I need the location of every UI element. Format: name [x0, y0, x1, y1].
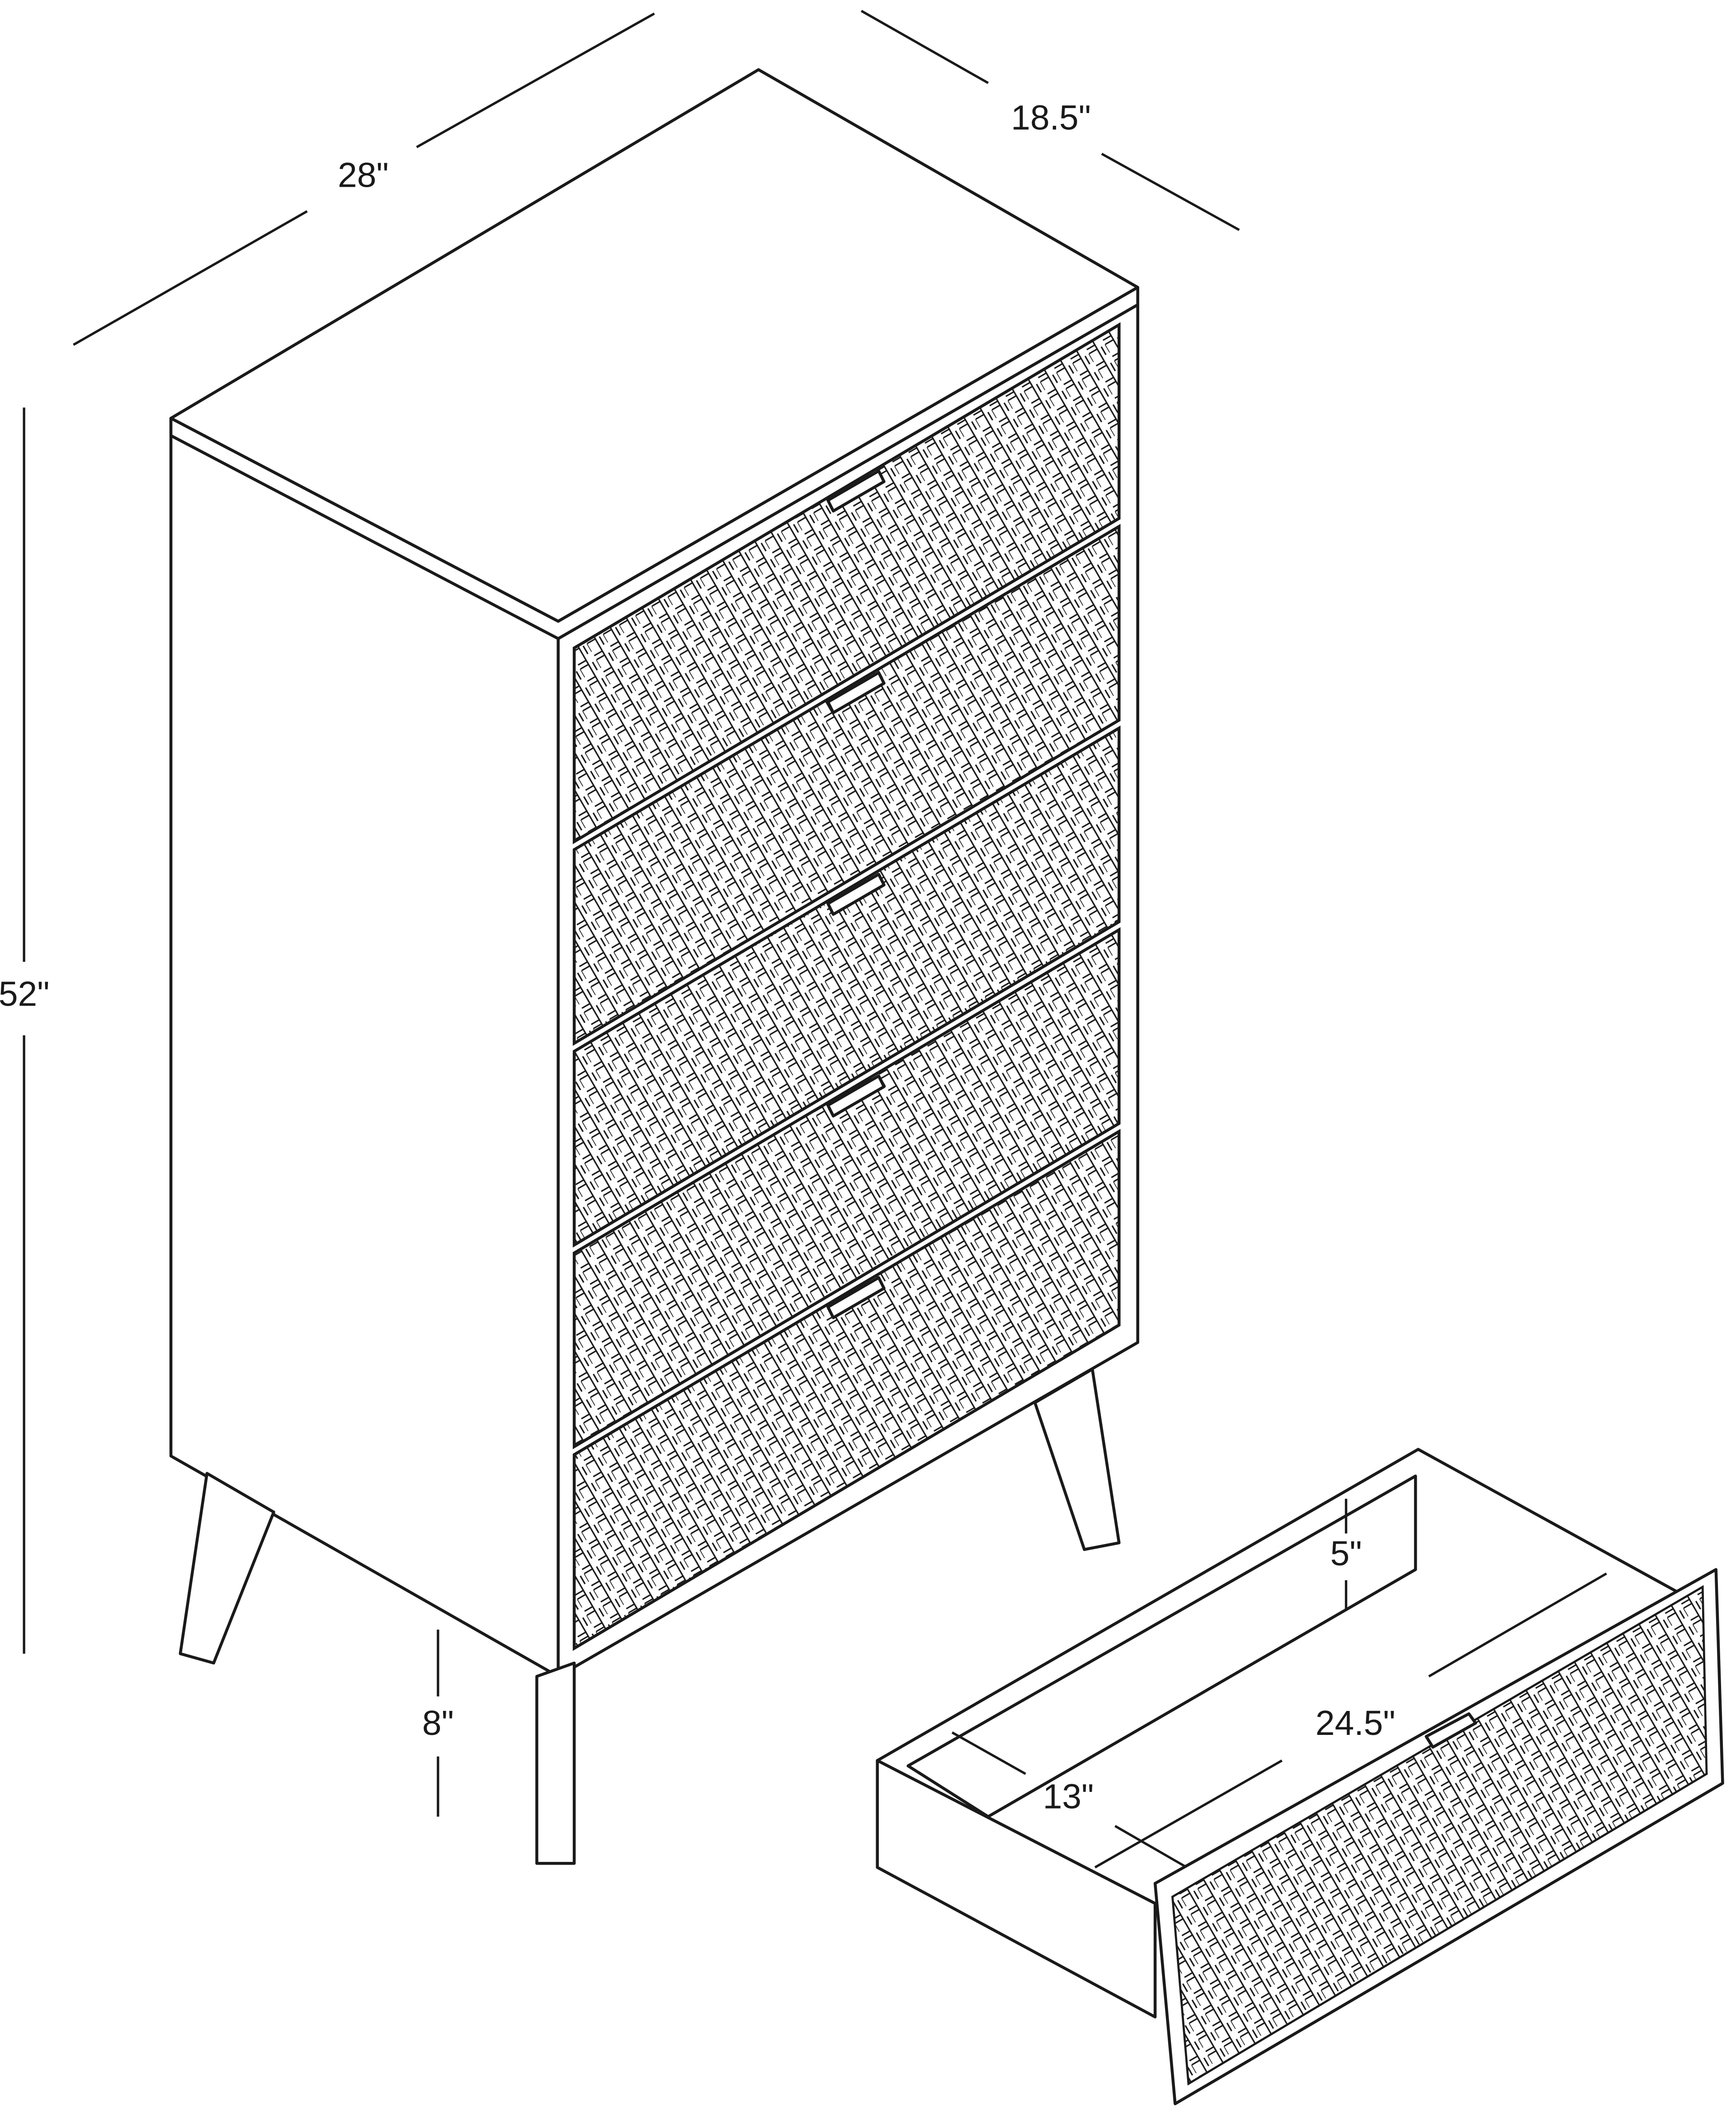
drawer-pull	[826, 1276, 886, 1319]
drawer-height-label: 5"	[1330, 1534, 1362, 1573]
drawer-front	[572, 322, 1121, 845]
dresser-top-edge	[169, 286, 1139, 640]
drawer-pull	[826, 469, 886, 513]
drawer-front-weave	[1171, 1585, 1708, 2086]
leg-front	[535, 1661, 576, 1865]
drawer-pull	[1425, 1712, 1477, 1749]
drawer-box-side	[876, 1759, 1157, 2019]
drawer-front	[572, 1129, 1121, 1651]
leg-back-left	[179, 1472, 275, 1665]
leg-height-label: 8"	[422, 1704, 454, 1743]
drawer-front	[572, 524, 1121, 1046]
depth-label: 18.5"	[1011, 99, 1091, 137]
drawer-front	[572, 725, 1121, 1248]
drawer-box-inside	[906, 1474, 1417, 1818]
removed-drawer	[876, 1448, 1724, 2106]
drawer-pull	[826, 1074, 886, 1118]
drawer-front	[572, 927, 1121, 1450]
drawer-pull	[826, 671, 886, 714]
leg-back-right	[1033, 1367, 1121, 1551]
width-label: 28"	[338, 156, 389, 195]
drawer-width-label: 24.5"	[1316, 1704, 1396, 1743]
height-label: 52"	[0, 974, 50, 1013]
dimension-lines	[23, 9, 1607, 1869]
drawer-stack	[572, 322, 1121, 1651]
dresser-legs	[179, 1367, 1121, 1865]
dimension-labels: 28" 18.5" 52" 8" 5" 24.5" 13"	[0, 99, 1396, 1816]
drawer-pull	[826, 873, 886, 916]
drawer-depth-label: 13"	[1043, 1777, 1094, 1816]
